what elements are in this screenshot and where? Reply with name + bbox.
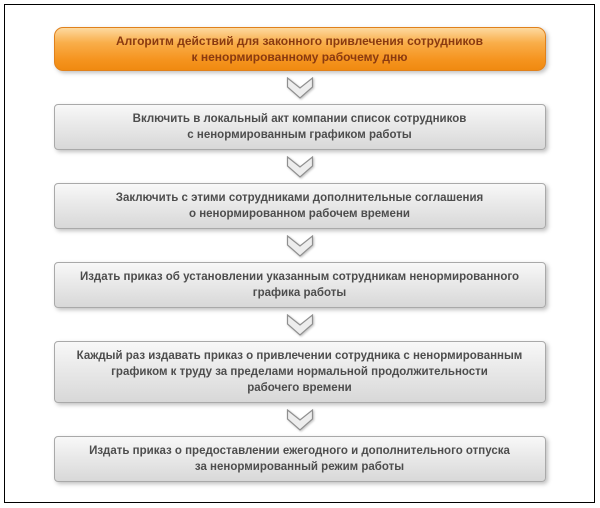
step-text-4: Каждый раз издавать приказ о привлечении… bbox=[76, 350, 523, 394]
title-box: Алгоритм действий для законного привлече… bbox=[53, 27, 546, 71]
step-text-5: Издать приказ о предоставлении ежегодног… bbox=[89, 445, 510, 473]
title-text: Алгоритм действий для законного привлече… bbox=[115, 34, 484, 64]
flowchart-frame: Алгоритм действий для законного привлече… bbox=[4, 4, 595, 503]
step-text-3: Издать приказ об установлении указанным … bbox=[79, 271, 520, 299]
step-box-5: Издать приказ о предоставлении ежегодног… bbox=[53, 436, 546, 482]
step-text-2: Заключить с этими сотрудниками дополните… bbox=[115, 192, 484, 220]
down-arrow-icon bbox=[286, 77, 313, 99]
down-arrow-icon bbox=[286, 409, 313, 431]
down-arrow-icon bbox=[286, 314, 313, 336]
step-box-3: Издать приказ об установлении указанным … bbox=[53, 262, 546, 308]
step-box-1: Включить в локальный акт компании список… bbox=[53, 104, 546, 150]
step-box-2: Заключить с этими сотрудниками дополните… bbox=[53, 183, 546, 229]
down-arrow-icon bbox=[286, 156, 313, 178]
down-arrow-icon bbox=[286, 235, 313, 257]
step-box-4: Каждый раз издавать приказ о привлечении… bbox=[53, 341, 546, 403]
step-text-1: Включить в локальный акт компании список… bbox=[132, 113, 467, 141]
